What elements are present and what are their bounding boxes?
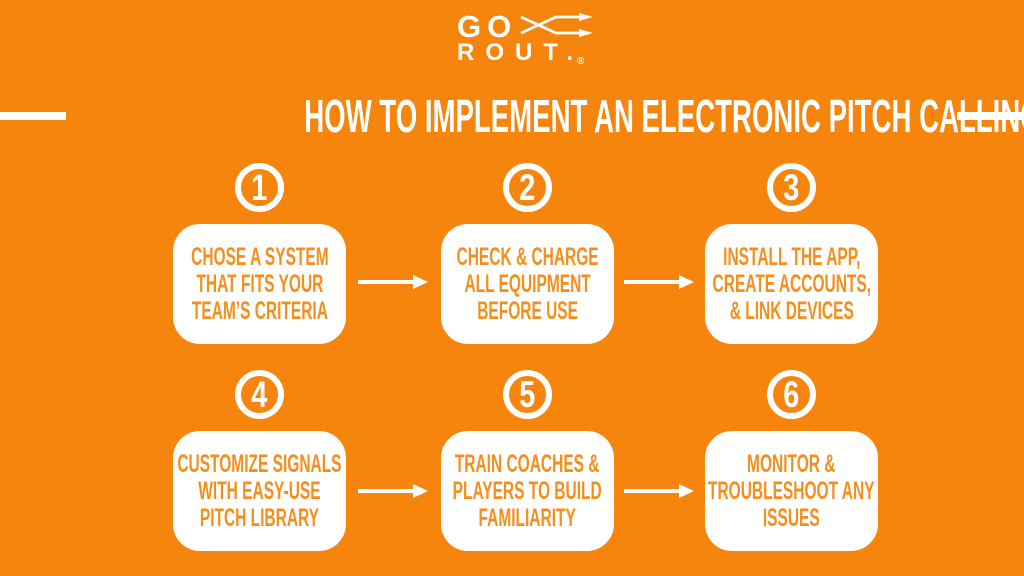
logo-bottom-row: ROUT. ® bbox=[457, 39, 596, 68]
step-text-line: PITCH LIBRARY bbox=[199, 503, 320, 532]
step-text-line: WITH EASY-USE bbox=[198, 476, 321, 505]
step-number: 2 bbox=[519, 167, 536, 208]
step-4-card: CUSTOMIZE SIGNALS WITH EASY-USE PITCH LI… bbox=[173, 431, 346, 551]
step-2: 2 CHECK & CHARGE ALL EQUIPMENT BEFORE US… bbox=[441, 163, 614, 344]
flow-arrow-icon bbox=[624, 275, 694, 289]
step-2-card: CHECK & CHARGE ALL EQUIPMENT BEFORE USE bbox=[441, 224, 614, 344]
step-text-line: PLAYERS TO BUILD bbox=[453, 476, 603, 505]
step-1-card: CHOSE A SYSTEM THAT FITS YOUR TEAM’S CRI… bbox=[173, 224, 346, 344]
step-6-card: MONITOR & TROUBLESHOOT ANY ISSUES bbox=[705, 431, 878, 551]
step-text-line: FAMILIARITY bbox=[478, 503, 577, 532]
step-text-line: CHOSE A SYSTEM bbox=[190, 242, 329, 271]
step-2-number-badge: 2 bbox=[503, 163, 552, 212]
page-title: HOW TO IMPLEMENT AN ELECTRONIC PITCH CAL… bbox=[304, 90, 1024, 142]
gorout-logo: GO ROUT. ® bbox=[457, 8, 596, 68]
step-6-text: MONITOR & TROUBLESHOOT ANY ISSUES bbox=[708, 449, 875, 532]
step-3: 3 INSTALL THE APP, CREATE ACCOUNTS, & LI… bbox=[705, 163, 878, 344]
step-6: 6 MONITOR & TROUBLESHOOT ANY ISSUES bbox=[705, 370, 878, 551]
title-divider-left bbox=[0, 112, 66, 120]
step-text-line: CREATE ACCOUNTS, bbox=[712, 269, 871, 298]
step-number: 1 bbox=[251, 167, 268, 208]
step-1: 1 CHOSE A SYSTEM THAT FITS YOUR TEAM’S C… bbox=[173, 163, 346, 344]
logo-wordmark-go: GO bbox=[457, 8, 518, 44]
step-text-line: & LINK DEVICES bbox=[729, 296, 854, 325]
step-text-line: THAT FITS YOUR bbox=[196, 269, 323, 298]
title-band: HOW TO IMPLEMENT AN ELECTRONIC PITCH CAL… bbox=[18, 93, 1024, 139]
step-number: 3 bbox=[783, 167, 800, 208]
flow-arrow-icon bbox=[358, 275, 428, 289]
step-3-card: INSTALL THE APP, CREATE ACCOUNTS, & LINK… bbox=[705, 224, 878, 344]
logo-wordmark-rout: ROUT. bbox=[457, 39, 584, 66]
step-text-line: ALL EQUIPMENT bbox=[464, 269, 591, 298]
step-text-line: TEAM’S CRITERIA bbox=[191, 296, 328, 325]
step-text-line: TRAIN COACHES & bbox=[455, 449, 600, 478]
registered-trademark-symbol: ® bbox=[577, 56, 585, 67]
step-number: 5 bbox=[519, 374, 536, 415]
step-4-text: CUSTOMIZE SIGNALS WITH EASY-USE PITCH LI… bbox=[177, 449, 342, 532]
step-4: 4 CUSTOMIZE SIGNALS WITH EASY-USE PITCH … bbox=[173, 370, 346, 551]
step-5-number-badge: 5 bbox=[503, 370, 552, 419]
step-number: 4 bbox=[251, 374, 268, 415]
step-text-line: BEFORE USE bbox=[477, 296, 578, 325]
flow-arrow-icon bbox=[358, 484, 428, 498]
step-5-text: TRAIN COACHES & PLAYERS TO BUILD FAMILIA… bbox=[453, 449, 603, 532]
step-text-line: INSTALL THE APP, bbox=[722, 242, 861, 271]
step-4-number-badge: 4 bbox=[235, 370, 284, 419]
step-text-line: ISSUES bbox=[763, 503, 820, 532]
step-5: 5 TRAIN COACHES & PLAYERS TO BUILD FAMIL… bbox=[441, 370, 614, 551]
title-divider-right bbox=[957, 112, 1024, 120]
step-text-line: MONITOR & bbox=[747, 449, 836, 478]
flow-arrow-icon bbox=[624, 484, 694, 498]
step-5-card: TRAIN COACHES & PLAYERS TO BUILD FAMILIA… bbox=[441, 431, 614, 551]
step-2-text: CHECK & CHARGE ALL EQUIPMENT BEFORE USE bbox=[456, 242, 599, 325]
step-text-line: TROUBLESHOOT ANY bbox=[708, 476, 875, 505]
crossing-route-arrows-icon bbox=[520, 12, 594, 37]
step-3-number-badge: 3 bbox=[767, 163, 816, 212]
step-6-number-badge: 6 bbox=[767, 370, 816, 419]
step-1-text: CHOSE A SYSTEM THAT FITS YOUR TEAM’S CRI… bbox=[190, 242, 329, 325]
logo-top-row: GO bbox=[457, 8, 596, 44]
step-text-line: CHECK & CHARGE bbox=[456, 242, 599, 271]
step-1-number-badge: 1 bbox=[235, 163, 284, 212]
step-text-line: CUSTOMIZE SIGNALS bbox=[177, 449, 342, 478]
step-number: 6 bbox=[783, 374, 800, 415]
step-3-text: INSTALL THE APP, CREATE ACCOUNTS, & LINK… bbox=[712, 242, 871, 325]
